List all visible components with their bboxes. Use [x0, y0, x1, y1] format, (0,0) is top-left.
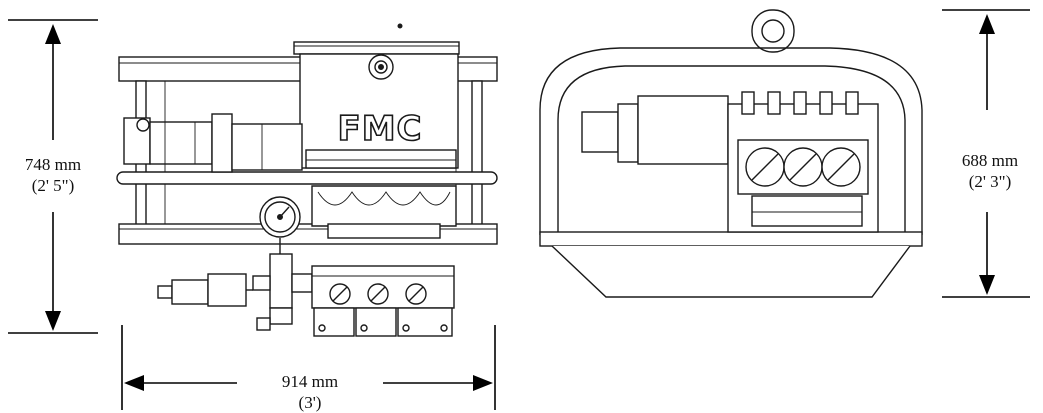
manifold-block-3: [397, 307, 453, 337]
front-view-pump: FMC: [116, 23, 498, 337]
front-width-arrow-right: [473, 375, 493, 391]
valve-side-port: [252, 275, 271, 291]
side-motor-flange: [617, 103, 639, 163]
crankcase-base: [327, 223, 441, 239]
valve-lower-fitting: [269, 307, 293, 325]
manifold-valve-caps: [329, 283, 427, 305]
frame-post-right: [471, 80, 483, 229]
motor-flange: [211, 113, 233, 173]
side-pump-top-valves: [741, 91, 859, 115]
side-height-dimension: [942, 9, 1030, 298]
front-height-arrow-down: [45, 311, 61, 331]
motor-cap-bolt: [136, 118, 150, 132]
side-motor-coupling: [581, 111, 619, 153]
roll-cage-outer: [539, 47, 923, 235]
side-height-arrow-up: [979, 14, 995, 34]
side-pump-valve-caps: [745, 147, 861, 187]
front-width-label: 914 mm (3'): [260, 371, 360, 413]
side-height-arrow-down: [979, 275, 995, 295]
housing-base-band: [305, 149, 457, 169]
valve-outlet: [291, 273, 313, 293]
side-height-imperial: (2' 3"): [968, 172, 1012, 191]
manifold-block-2: [355, 307, 397, 337]
motor-coupling: [231, 123, 303, 171]
front-height-imperial: (2' 5"): [31, 176, 75, 195]
manifold-block-1: [313, 307, 355, 337]
side-motor-body: [637, 95, 729, 165]
unloader-block: [207, 273, 247, 307]
front-width-metric: 914 mm: [281, 372, 339, 391]
pressure-gauge-dial: [264, 201, 296, 233]
front-width-arrow-left: [124, 375, 144, 391]
brand-logo: FMC: [337, 109, 422, 149]
side-view-pump: [539, 9, 923, 298]
roll-cage-inner: [557, 65, 906, 235]
lifting-eye: [751, 9, 795, 53]
unloader-body: [171, 279, 209, 305]
middle-frame-tube: [116, 171, 498, 185]
skid-rail: [539, 231, 923, 247]
front-height-dimension: [8, 19, 98, 334]
motor-body: [149, 121, 213, 165]
front-width-dimension: [121, 325, 496, 410]
housing-port-outer: [368, 54, 394, 80]
skid-pan: [551, 245, 911, 298]
housing-lid: [293, 41, 460, 55]
valve-body: [269, 253, 293, 309]
side-height-label: 688 mm (2' 3"): [945, 150, 1035, 192]
front-height-label: 748 mm (2' 5"): [8, 154, 98, 196]
front-height-arrow-up: [45, 24, 61, 44]
front-height-metric: 748 mm: [24, 155, 82, 174]
front-width-imperial: (3'): [298, 393, 322, 412]
side-pump-lower-block: [751, 195, 863, 227]
unloader-tip: [157, 285, 173, 299]
housing-port-inner: [374, 60, 388, 74]
side-height-metric: 688 mm: [961, 151, 1019, 170]
lifting-eye-hole: [761, 19, 785, 43]
crankcase: [311, 185, 457, 227]
valve-lower-nipple: [256, 317, 271, 331]
